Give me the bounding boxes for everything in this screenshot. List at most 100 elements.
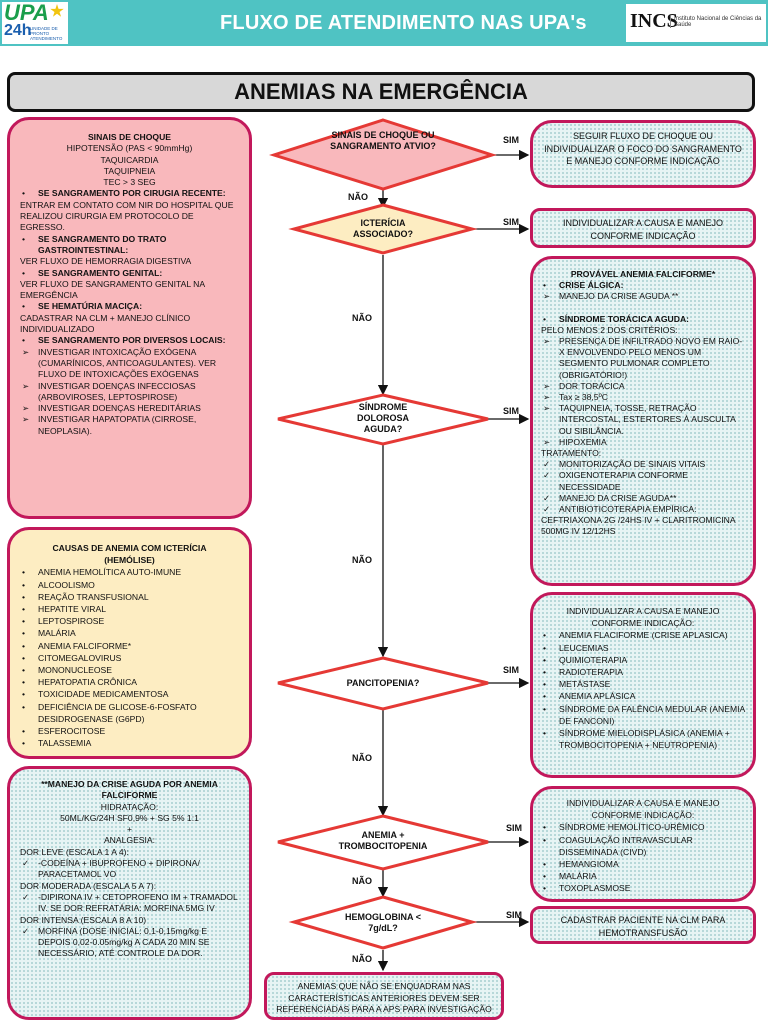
shock-arrow-text: INVESTIGAR HAPATOPATIA (CIRROSE, NEOPLAS… bbox=[38, 414, 197, 436]
sickle-bullet-text: SÍNDROME TORÁCICA AGUDA: bbox=[559, 313, 690, 324]
list-item-text: MONONUCLEOSE bbox=[38, 665, 113, 676]
list-item-text: REAÇÃO TRANSFUSIONAL bbox=[38, 591, 149, 602]
icterus-box-title: CAUSAS DE ANEMIA COM ICTERÍCIA (HEMÓLISE… bbox=[52, 543, 207, 566]
list-item-text: ANEMIA FALCIFORME* bbox=[38, 640, 132, 651]
crisis-check-text: MORFINA (DOSE INICIAL: 0,1-0,15mg/kg E D… bbox=[38, 925, 210, 959]
list-item: •HEMANGIOMA bbox=[543, 859, 619, 870]
list-item: •ESFEROCITOSE bbox=[22, 726, 106, 737]
shock-line: TEC > 3 SEG bbox=[103, 177, 156, 188]
sickle-arrow-text: DOR TORÁCICA bbox=[559, 380, 625, 391]
sickle-bullet-text: CRISE ÁLGICA: bbox=[559, 280, 624, 291]
list-item: •ALCOOLISMO bbox=[22, 579, 95, 590]
list-item: •METÁSTASE bbox=[543, 679, 611, 690]
nao-label-2: NÃO bbox=[352, 313, 372, 323]
shock-line: TAQUIPNEIA bbox=[103, 165, 156, 176]
nao-label-6: NÃO bbox=[352, 954, 372, 964]
list-item-text: MALÁRIA bbox=[559, 871, 597, 882]
list-item: •QUIMIOTERAPIA bbox=[543, 654, 628, 665]
icterus-causes-box: CAUSAS DE ANEMIA COM ICTERÍCIA (HEMÓLISE… bbox=[7, 527, 252, 759]
sickle-arrow-item: ➢TAQUIPNEIA, TOSSE, RETRAÇÃO INTERCOSTAL… bbox=[543, 403, 736, 436]
nao-label-3: NÃO bbox=[352, 555, 372, 565]
list-item: •MONONUCLEOSE bbox=[22, 665, 113, 676]
list-item: •SÍNDROME MIELODISPLÁSICA (ANEMIA + TROM… bbox=[543, 728, 730, 751]
result-icterus-box: INDIVIDUALIZAR A CAUSA E MANEJO CONFORME… bbox=[530, 208, 756, 248]
sickle-bullet: •CRISE ÁLGICA: bbox=[543, 280, 624, 291]
crisis-pain-level: DOR INTENSA (ESCALA 8 A 10) bbox=[20, 914, 147, 925]
shock-text: VER FLUXO DE SANGRAMENTO GENITAL NA EMER… bbox=[20, 278, 205, 301]
list-item-text: LEUCEMIAS bbox=[559, 642, 609, 653]
list-item-text: SÍNDROME DA FALÊNCIA MEDULAR (ANEMIA DE … bbox=[559, 703, 745, 726]
sim-label-6: SIM bbox=[506, 910, 523, 920]
list-item: •LEPTOSPIROSE bbox=[22, 616, 105, 627]
list-item: •DEFICIÊNCIA DE GLICOSE-6-FOSFATO DESIDR… bbox=[22, 701, 197, 724]
star-icon bbox=[50, 4, 64, 17]
sickle-box-title: PROVÁVEL ANEMIA FALCIFORME* bbox=[570, 269, 716, 279]
list-item: •HEPATITE VIRAL bbox=[22, 604, 106, 615]
sickle-check-text: MONITORIZAÇÃO DE SINAIS VITAIS bbox=[559, 459, 706, 470]
list-item-text: METÁSTASE bbox=[559, 679, 611, 690]
sickle-arrow-text: PRESENÇA DE INFILTRADO NOVO EM RAIO-X EN… bbox=[559, 336, 743, 380]
decision-pancytopenia-label: PANCITOPENIA? bbox=[346, 678, 420, 688]
list-item-text: TOXOPLASMOSE bbox=[559, 883, 631, 894]
sickle-arrow-item: ➢PRESENÇA DE INFILTRADO NOVO EM RAIO-X E… bbox=[543, 336, 743, 380]
shock-bullet-text: SE HEMATÚRIA MACIÇA: bbox=[38, 301, 143, 312]
nao-label-5: NÃO bbox=[352, 876, 372, 886]
sickle-check-text: ANTIBIOTICOTERAPIA EMPÍRICA: bbox=[559, 504, 697, 515]
incs-logo: INCS Instituto Nacional de Ciências da S… bbox=[626, 4, 766, 42]
list-item: •COAGULAÇÃO INTRAVASCULAR DISSEMINADA (C… bbox=[543, 834, 693, 857]
pancy-box-title: INDIVIDUALIZAR A CAUSA E MANEJO CONFORME… bbox=[566, 606, 720, 629]
sim-label-4: SIM bbox=[503, 665, 520, 675]
shock-bullet-text: SE SANGRAMENTO GENITAL: bbox=[38, 267, 163, 278]
upa-logo-24h: 24h bbox=[4, 22, 32, 39]
shock-text: ENTRAR EM CONTATO COM NIR DO HOSPITAL QU… bbox=[20, 199, 234, 233]
shock-bullet-text: SE SANGRAMENTO DO TRATO GASTROINTESTINAL… bbox=[38, 233, 167, 255]
crisis-check-item: ✓MORFINA (DOSE INICIAL: 0,1-0,15mg/kg E … bbox=[22, 925, 210, 959]
upa-logo-text: UPA bbox=[4, 0, 49, 25]
list-item-text: SÍNDROME HEMOLÍTICO-URÊMICO bbox=[559, 822, 705, 833]
sim-label-2: SIM bbox=[503, 217, 520, 227]
shock-bullet: •SE HEMATÚRIA MACIÇA: bbox=[22, 301, 143, 312]
shock-signs-box: SINAIS DE CHOQUE HIPOTENSÃO (PAS < 90mmH… bbox=[7, 117, 252, 519]
thrombo-box-title: INDIVIDUALIZAR A CAUSA E MANEJO CONFORME… bbox=[566, 798, 720, 821]
crisis-check-text: -DIPIRONA IV + CETOPROFENO IM + TRAMADOL… bbox=[38, 891, 238, 914]
sickle-check-item: ✓ANTIBIOTICOTERAPIA EMPÍRICA: bbox=[543, 504, 697, 515]
shock-bullet: •SE SANGRAMENTO POR CIRUGIA RECENTE: bbox=[22, 188, 226, 199]
crisis-hydration-label: HIDRATAÇÃO: bbox=[100, 801, 159, 812]
list-item-text: MALÁRIA bbox=[38, 628, 76, 639]
shock-bullet-text: SE SANGRAMENTO POR DIVERSOS LOCAIS: bbox=[38, 335, 226, 346]
list-item: •ANEMIA APLÁSICA bbox=[543, 691, 636, 702]
nao-label-1: NÃO bbox=[348, 192, 368, 202]
crisis-pain-level: DOR LEVE (ESCALA 1 A 4): bbox=[20, 846, 129, 857]
crisis-analgesia-label: ANALGESIA: bbox=[103, 835, 156, 846]
result-shock-box: SEGUIR FLUXO DE CHOQUE OU INDIVIDUALIZAR… bbox=[530, 120, 756, 188]
list-item-text: TALASSEMIA bbox=[38, 738, 92, 749]
list-item-text: DEFICIÊNCIA DE GLICOSE-6-FOSFATO DESIDRO… bbox=[38, 701, 197, 724]
sickle-arrow-text: TAQUIPNEIA, TOSSE, RETRAÇÃO INTERCOSTAL,… bbox=[559, 403, 736, 436]
crisis-check-item: ✓-DIPIRONA IV + CETOPROFENO IM + TRAMADO… bbox=[22, 891, 238, 914]
sim-label-1: SIM bbox=[503, 135, 520, 145]
header-title: FLUXO DE ATENDIMENTO NAS UPA's bbox=[220, 12, 587, 34]
sickle-antibiotic-text: CEFTRIAXONA 2G /24HS IV + CLARITROMICINA… bbox=[541, 515, 736, 537]
crisis-plus: + bbox=[126, 824, 133, 835]
transfusion-box: CADASTRAR PACIENTE NA CLM PARA HEMOTRANS… bbox=[530, 906, 756, 944]
list-item: •SÍNDROME DA FALÊNCIA MEDULAR (ANEMIA DE… bbox=[543, 703, 745, 726]
shock-line: TAQUICARDIA bbox=[100, 154, 159, 165]
list-item: •LEUCEMIAS bbox=[543, 642, 609, 653]
decision-pain-label: SÍNDROME DOLOROSA AGUDA? bbox=[356, 402, 409, 434]
shock-arrow-item: ➢INVESTIGAR HAPATOPATIA (CIRROSE, NEOPLA… bbox=[22, 414, 197, 436]
list-item: •ANEMIA FALCIFORME* bbox=[22, 640, 132, 651]
list-item: •TALASSEMIA bbox=[22, 738, 92, 749]
sickle-check-item: ✓MANEJO DA CRISE AGUDA** bbox=[543, 492, 677, 503]
upa-logo: UPA 24h UNIDADE DE PRONTO ATENDIMENTO bbox=[2, 0, 68, 44]
list-item-text: COAGULAÇÃO INTRAVASCULAR DISSEMINADA (CI… bbox=[559, 834, 693, 857]
sickle-crisis-management-box: **MANEJO DA CRISE AGUDA POR ANEMIA FALCI… bbox=[7, 766, 252, 1020]
sickle-arrow-text: Tax ≥ 38,5ºC bbox=[559, 392, 608, 403]
list-item-text: HEPATITE VIRAL bbox=[38, 604, 106, 615]
crisis-hydration-value: 50ML/KG/24H SF0,9% + SG 5% 1:1 bbox=[60, 812, 199, 823]
list-item-text: HEPATOPATIA CRÔNICA bbox=[38, 677, 138, 688]
sickle-criteria-label: PELO MENOS 2 DOS CRITÉRIOS: bbox=[541, 324, 678, 335]
sickle-arrow-item: ➢DOR TORÁCICA bbox=[543, 380, 625, 391]
list-item-text: LEPTOSPIROSE bbox=[38, 616, 105, 627]
sickle-arrow-text: HIPOXEMIA bbox=[559, 436, 607, 447]
crisis-check-text: -CODEÍNA + IBUPROFENO + DIPIRONA/ PARACE… bbox=[38, 858, 200, 880]
